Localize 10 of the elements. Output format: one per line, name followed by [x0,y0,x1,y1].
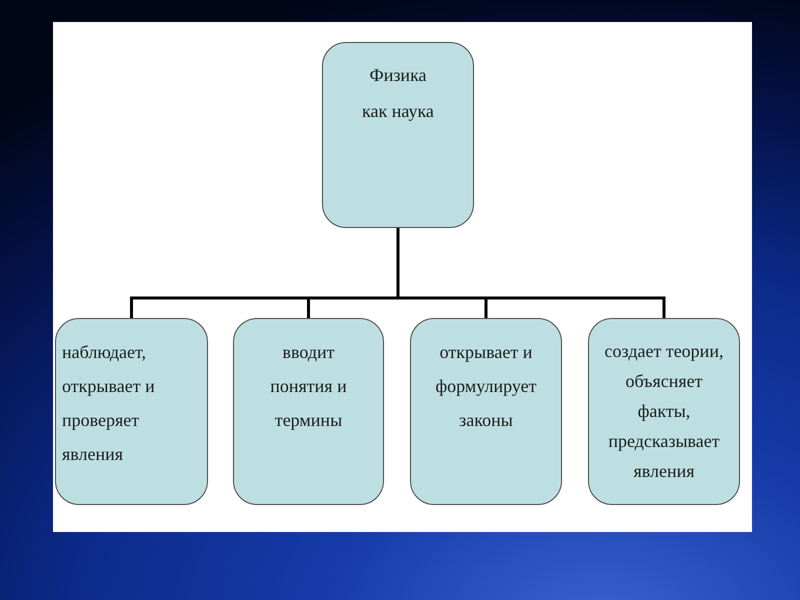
node-label: создает теории, объясняет факты, предсказывает явления [604,340,724,483]
node-label: вводит понятия и термины [269,341,348,432]
process-box [233,318,384,505]
topic-box [322,42,474,228]
node-label: открывает и формулирует законы [434,341,538,432]
process-box [410,318,562,505]
node-label: наблюдает, открывает и проверяет явления [62,341,156,466]
process-box [588,318,740,505]
node-label: Физика как наука [361,64,435,123]
process-box [55,318,208,505]
